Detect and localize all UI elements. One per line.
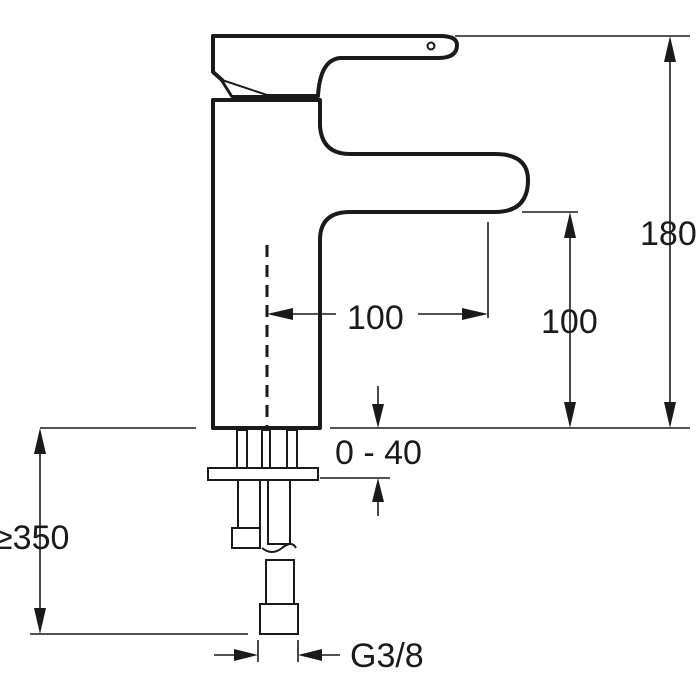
dimension-deck-thickness-label: 0 - 40 (335, 434, 422, 472)
hose-pipe-right (267, 479, 291, 545)
mounting-plate (207, 467, 319, 481)
hose-end-connector (259, 603, 299, 635)
hose-pipe-left (237, 479, 261, 529)
hose-lower-section (265, 559, 295, 605)
under-deck-assembly (207, 429, 319, 635)
handle-pivot-dot (426, 41, 436, 51)
dimension-spout-height (564, 212, 576, 428)
faucet-column-and-spout (211, 98, 530, 430)
dimension-connection (214, 649, 340, 661)
dimension-spout-reach-label: 100 (347, 299, 404, 337)
threaded-rod-left (236, 429, 248, 469)
threaded-rod-center (261, 429, 271, 469)
dimension-spout-reach (267, 308, 488, 320)
hose-break-mark (261, 543, 297, 553)
dimension-deck-thickness (372, 386, 384, 516)
dimension-connection-label: G3/8 (350, 637, 424, 675)
dimension-spout-height-label: 100 (541, 303, 598, 341)
hose-nut-left (231, 527, 261, 549)
lever-handle (211, 34, 459, 98)
dimension-total-height-label: 180 (640, 215, 697, 253)
threaded-rod-right (286, 429, 298, 469)
dimension-total-height (664, 36, 676, 428)
dimension-hose-length-label: ≥350 (0, 519, 69, 557)
extension-lines (30, 35, 690, 662)
faucet-body (211, 34, 530, 430)
dimension-hose-length (34, 428, 46, 634)
